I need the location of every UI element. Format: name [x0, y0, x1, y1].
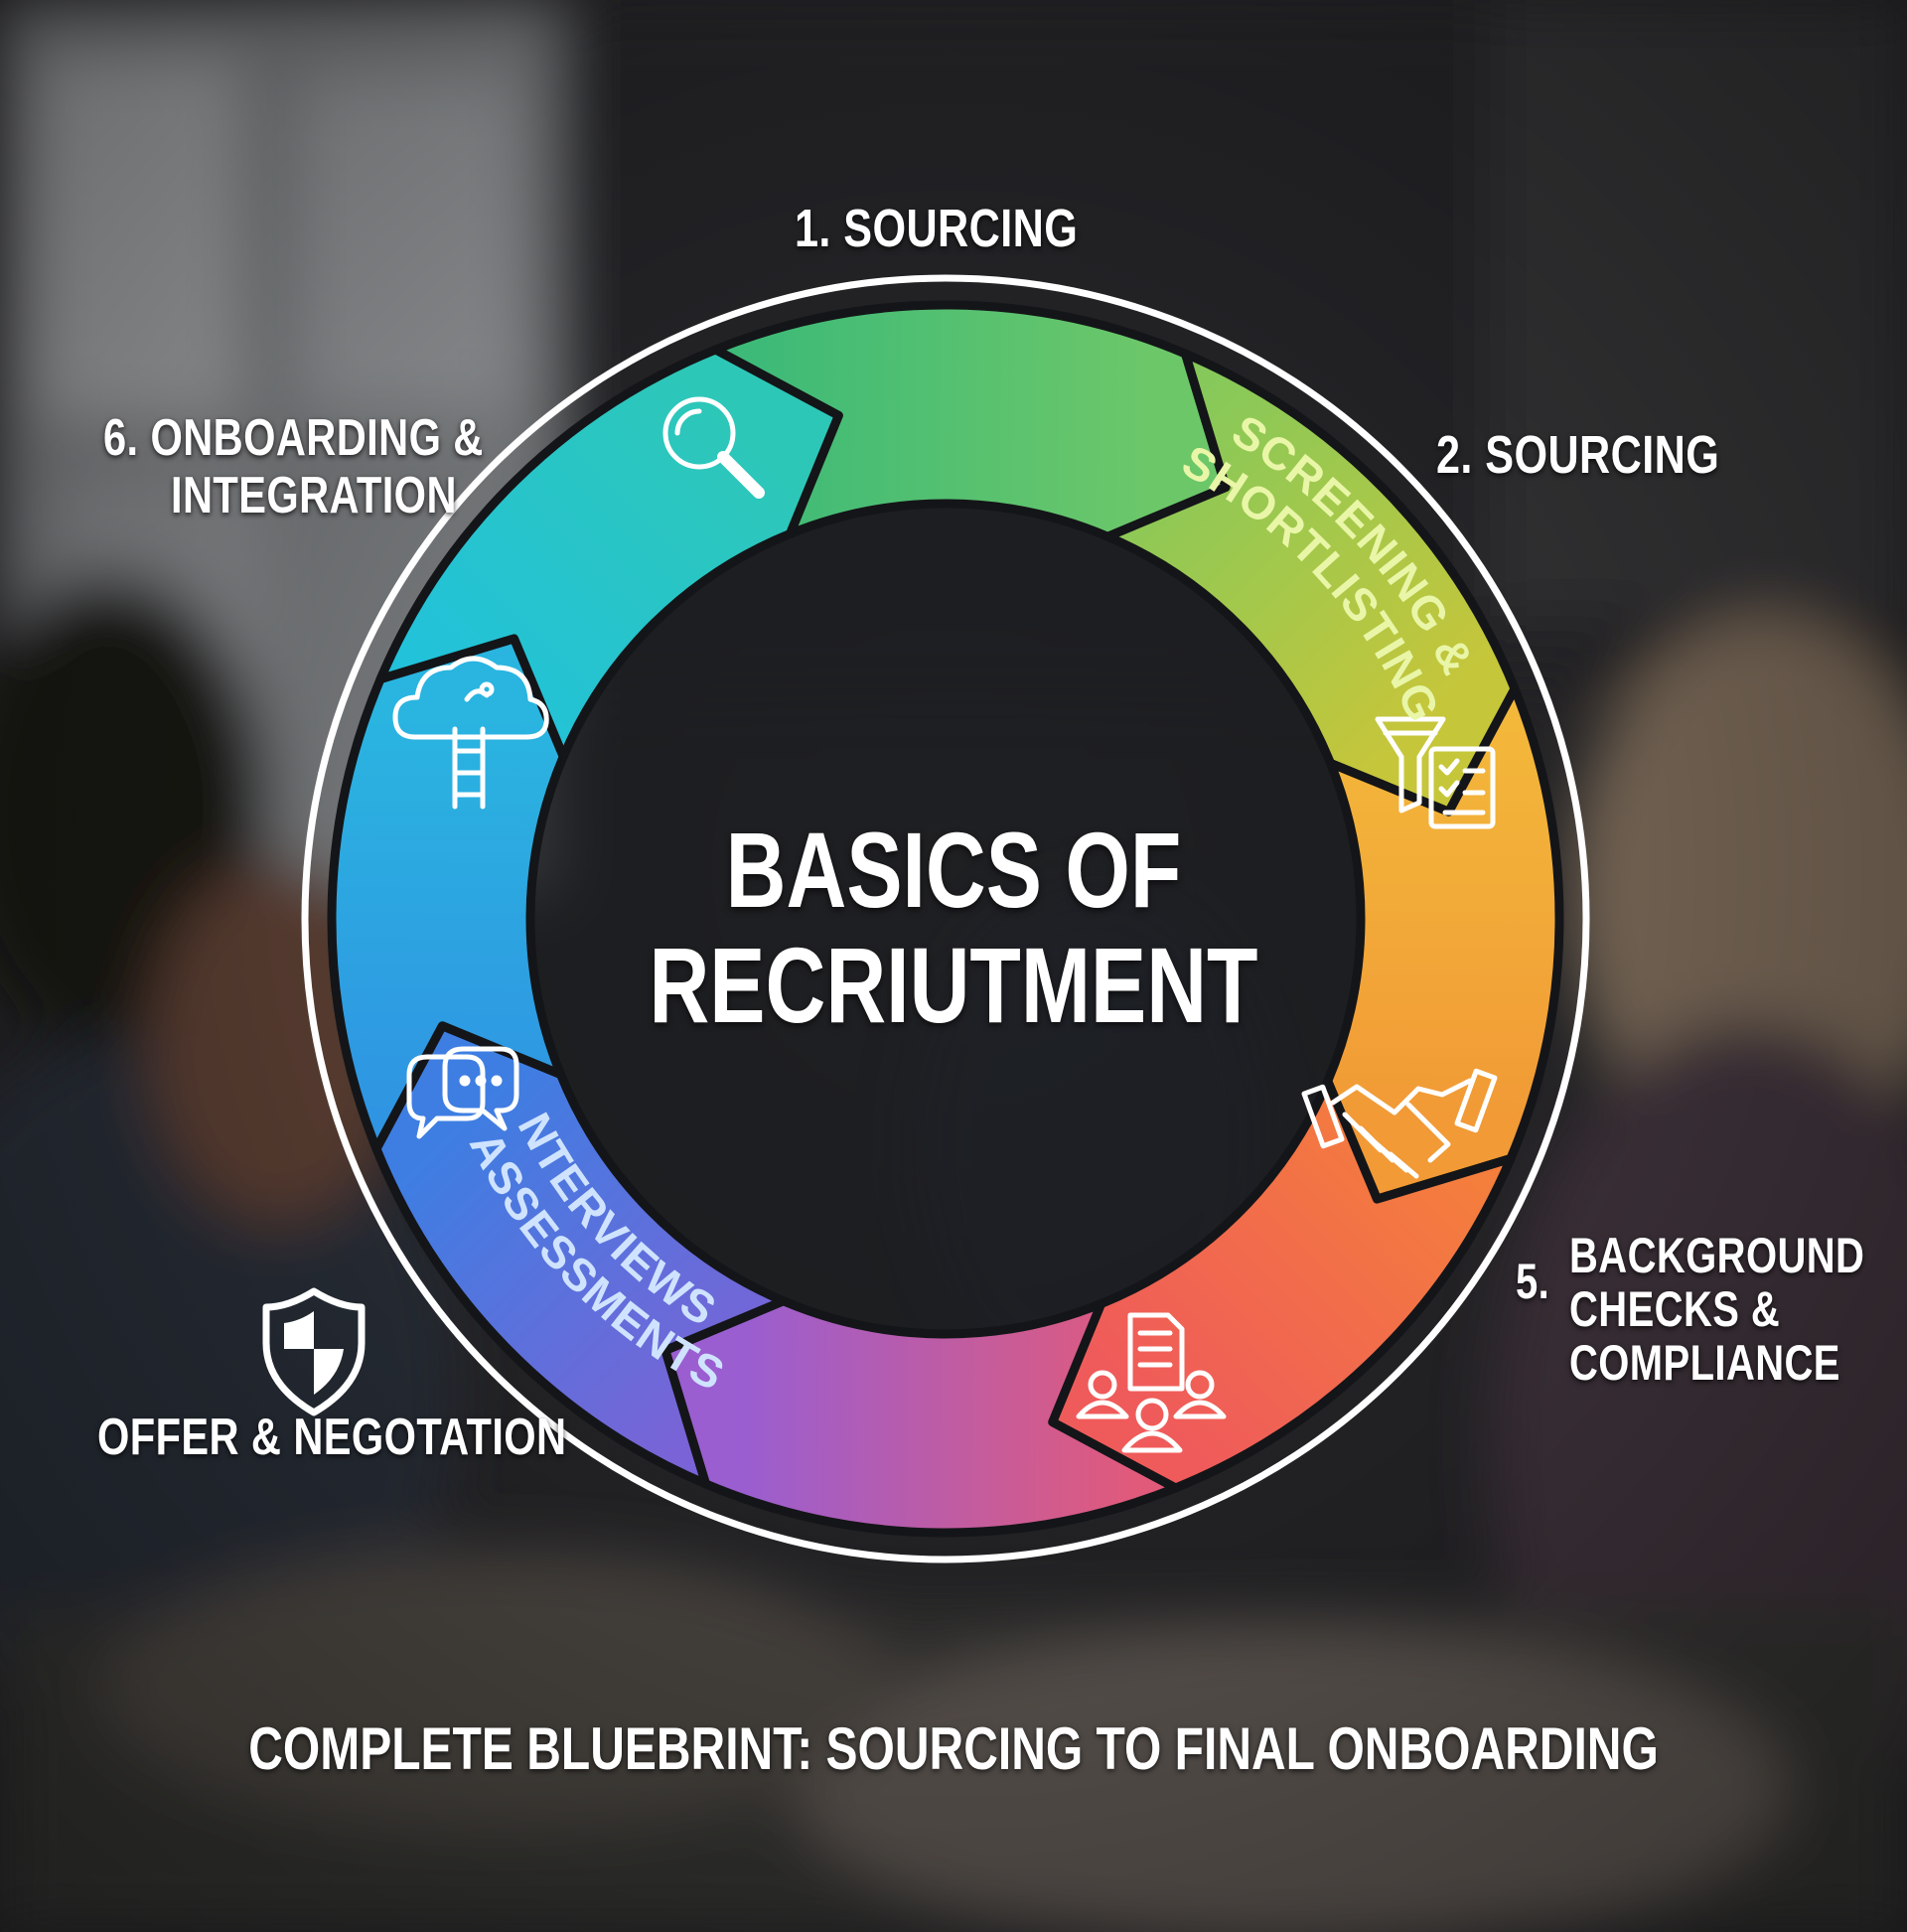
label-sourcing-top: 1. SOURCING	[795, 199, 1079, 258]
diagram-title-line1: BASICS OF	[725, 810, 1182, 930]
center-disc	[534, 508, 1357, 1330]
label-offer-negotiation: OFFER & NEGOTATION	[97, 1409, 567, 1466]
label-background-line1: BACKGROUND	[1569, 1228, 1865, 1283]
label-background-line3: COMPLIANCE	[1569, 1335, 1840, 1391]
label-onboarding-line1: 6. ONBOARDING &	[103, 409, 484, 467]
funnel-checklist-icon	[1375, 716, 1496, 829]
shield-icon	[262, 1287, 366, 1416]
cloud-ladder-icon	[392, 656, 549, 810]
label-sourcing-right: 2. SOURCING	[1436, 425, 1720, 485]
chat-bubbles-icon	[406, 1046, 519, 1139]
label-background-number: 5.	[1516, 1254, 1550, 1309]
diagram-title-line2: RECRIUTMENT	[649, 925, 1258, 1045]
handshake-icon	[1301, 1068, 1498, 1179]
label-background-line2: CHECKS &	[1569, 1281, 1781, 1337]
magnifier-icon	[662, 396, 765, 499]
footer-tagline: COMPLETE BLUEBRINT: SOURCING TO FINAL ON…	[248, 1715, 1659, 1782]
ring-outline	[301, 274, 1590, 1563]
label-onboarding-line2: INTEGRATION	[171, 467, 457, 524]
document-people-icon	[1076, 1312, 1227, 1453]
